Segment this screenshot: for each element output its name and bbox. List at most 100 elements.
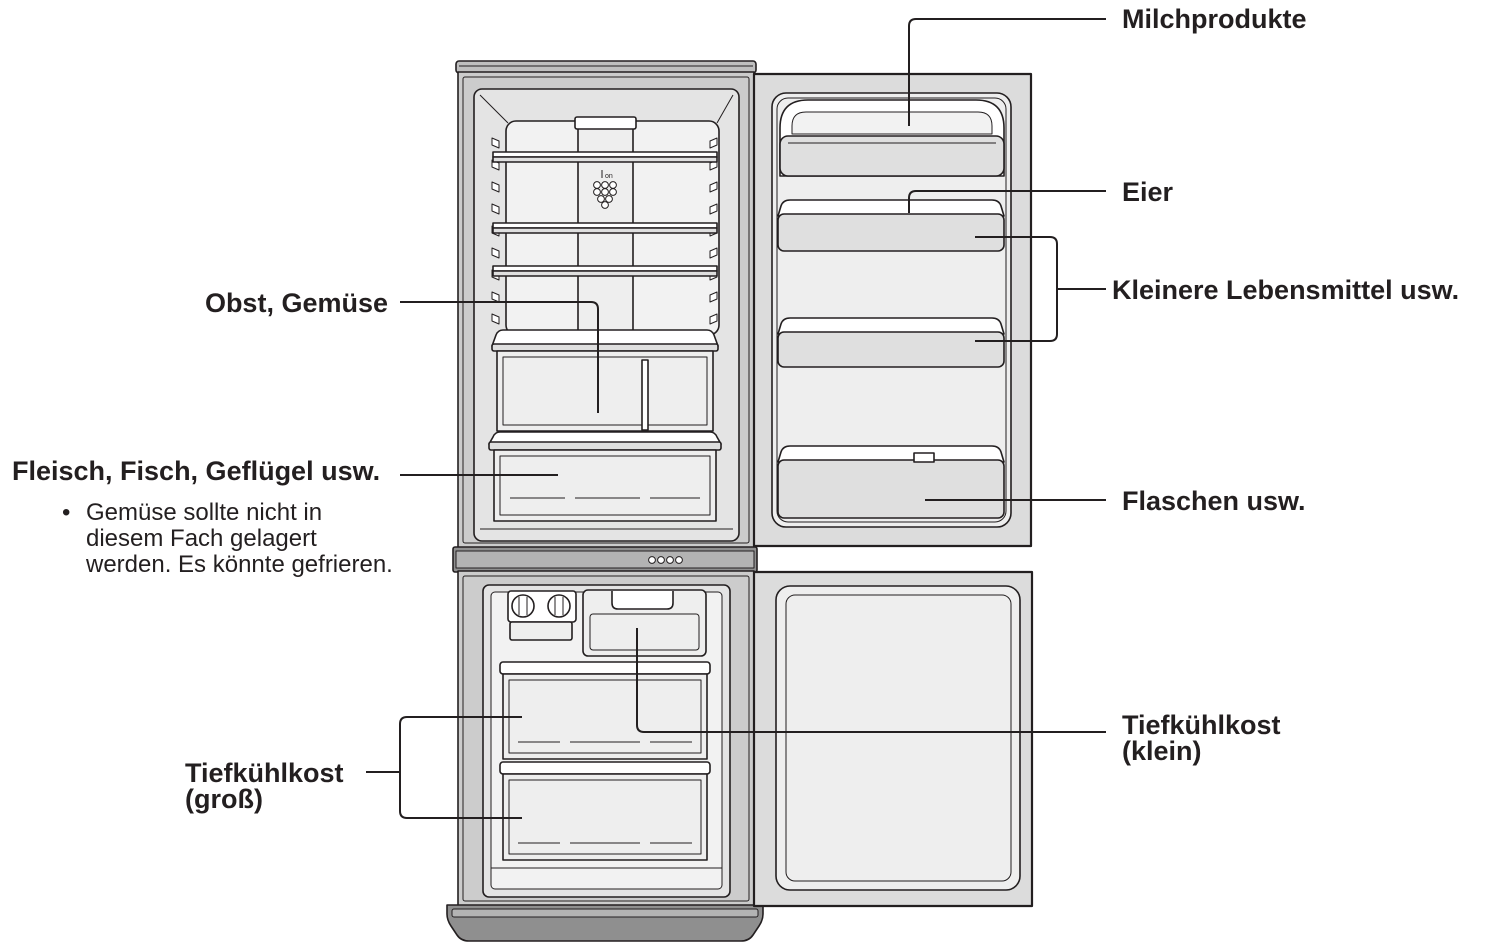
label-frozen-large-line2: (groß) [185, 784, 263, 814]
shelf-rail-left [491, 137, 500, 149]
leader-line-fruit-veg [400, 301, 599, 413]
door-bin-rim [777, 445, 1005, 463]
grape-icon-dot [601, 188, 609, 196]
label-eggs: Eier [1122, 177, 1174, 207]
vegetable-drawer [491, 329, 719, 432]
grape-icon-dot [609, 181, 617, 189]
freezer-drawer-lower [499, 761, 711, 861]
shelf-rail-left [491, 203, 500, 215]
shelf-rail-left [491, 313, 500, 325]
label-bottles: Flaschen usw. [1122, 486, 1306, 516]
grape-icon-dot [609, 188, 617, 196]
fridge-interior-corner-lines [479, 94, 734, 124]
note-bullet: • [62, 499, 70, 526]
meat-drawer [488, 431, 722, 522]
label-fruit-veg: Obst, Gemüse [205, 288, 388, 318]
freezer-drawer-upper [499, 661, 711, 760]
meat-drawer-lid [488, 431, 722, 445]
shelf-edge [492, 156, 718, 163]
grape-icon-dot [601, 201, 609, 209]
middle-door-bin [777, 317, 1005, 368]
storage-note: • Gemüse sollte nicht in diesem Fach gel… [62, 499, 393, 578]
small-freezer-box-handle [611, 591, 674, 610]
leader-bracket-small-food [975, 236, 1106, 342]
meat-drawer-inner [499, 455, 711, 516]
note-line: Gemüse sollte nicht in [86, 499, 322, 526]
egg-door-bin [777, 199, 1005, 252]
grape-icon-dot [593, 188, 601, 196]
freezer-drawer-box [502, 773, 708, 861]
freezer-drawer-rim [499, 661, 711, 675]
indicator-light [657, 556, 665, 564]
freezer-drawer-inner [508, 779, 702, 855]
meat-drawer-box [493, 449, 717, 522]
label-meat: Fleisch, Fisch, Geflügel usw. [12, 456, 380, 486]
ice-dial-left [511, 594, 535, 618]
freezer-door [752, 570, 1034, 908]
ice-dial-right [547, 594, 571, 618]
shelf-rail-right [709, 247, 718, 259]
fridge-door-liner-edge [776, 97, 1007, 523]
door-bin-rim [777, 317, 1005, 335]
grape-icon-dot [601, 181, 609, 189]
labels: Milchprodukte Eier Kleinere Lebensmittel… [12, 4, 1459, 814]
meat-drawer-lid-front [488, 441, 722, 451]
ice-dial-right-grip [554, 597, 564, 615]
control-panel-face [455, 550, 755, 569]
freezer-drawer-box [502, 673, 708, 760]
indicator-light [666, 556, 674, 564]
dairy-compartment-front [779, 135, 1005, 177]
vegetable-drawer-lid [491, 329, 719, 347]
shelf-rail-left [491, 247, 500, 259]
bottle-stopper-clip [913, 452, 935, 463]
door-bin-rim [777, 199, 1005, 217]
shelf-edge [492, 227, 718, 234]
note-line: diesem Fach gelagert [86, 525, 317, 552]
shelf-rail-right [709, 313, 718, 325]
shelf-rail-right [709, 181, 718, 193]
vegetable-drawer-inner [502, 356, 708, 426]
leader-line-frozen-small [636, 628, 1106, 733]
shelf-rail-right [709, 203, 718, 215]
leader-lines [366, 18, 1106, 819]
door-bin-front [777, 331, 1005, 368]
freezer-compartment [457, 570, 755, 907]
label-frozen-small-line2: (klein) [1122, 736, 1202, 766]
freezer-drawer-rim [499, 761, 711, 775]
vegetable-drawer-divider [641, 359, 649, 431]
grape-icon-text: on [605, 173, 613, 180]
leader-bracket-frozen-large [366, 716, 522, 819]
door-bin-front [777, 213, 1005, 252]
grape-icon-dot [605, 195, 613, 203]
air-duct-cap [574, 116, 637, 130]
label-dairy: Milchprodukte [1122, 4, 1307, 34]
vegetable-drawer-lid-front [491, 343, 719, 352]
leader-line-eggs [908, 190, 1106, 213]
fridge-compartment: on [455, 60, 757, 549]
shelf-rail-right [709, 137, 718, 149]
bottle-door-bin [777, 445, 1005, 519]
dairy-compartment [779, 99, 1005, 177]
freezer-door-liner-edge [785, 594, 1012, 882]
glass-shelf-bottom [492, 265, 718, 277]
small-freezer-box-inner [589, 613, 700, 651]
door-bin-front [777, 459, 1005, 519]
shelf-rail-right [709, 291, 718, 303]
leader-line-dairy [908, 18, 1106, 126]
glass-shelf-top [492, 151, 718, 163]
control-panel [452, 546, 758, 573]
indicator-light [648, 556, 656, 564]
ice-tray [509, 621, 573, 641]
label-frozen-small-line1: Tiefkühlkost [1122, 710, 1281, 740]
label-frozen-large-line1: Tiefkühlkost [185, 758, 344, 788]
fridge-door [752, 72, 1033, 548]
shelf-rail-left [491, 181, 500, 193]
dairy-compartment-opening [791, 111, 993, 135]
base-plinth [446, 904, 764, 942]
ice-maker [507, 590, 577, 641]
indicator-light [675, 556, 683, 564]
fridge-cabinet-bevel [462, 76, 750, 544]
grape-icon-dot [597, 195, 605, 203]
freezer-cabinet-bevel [462, 575, 750, 902]
